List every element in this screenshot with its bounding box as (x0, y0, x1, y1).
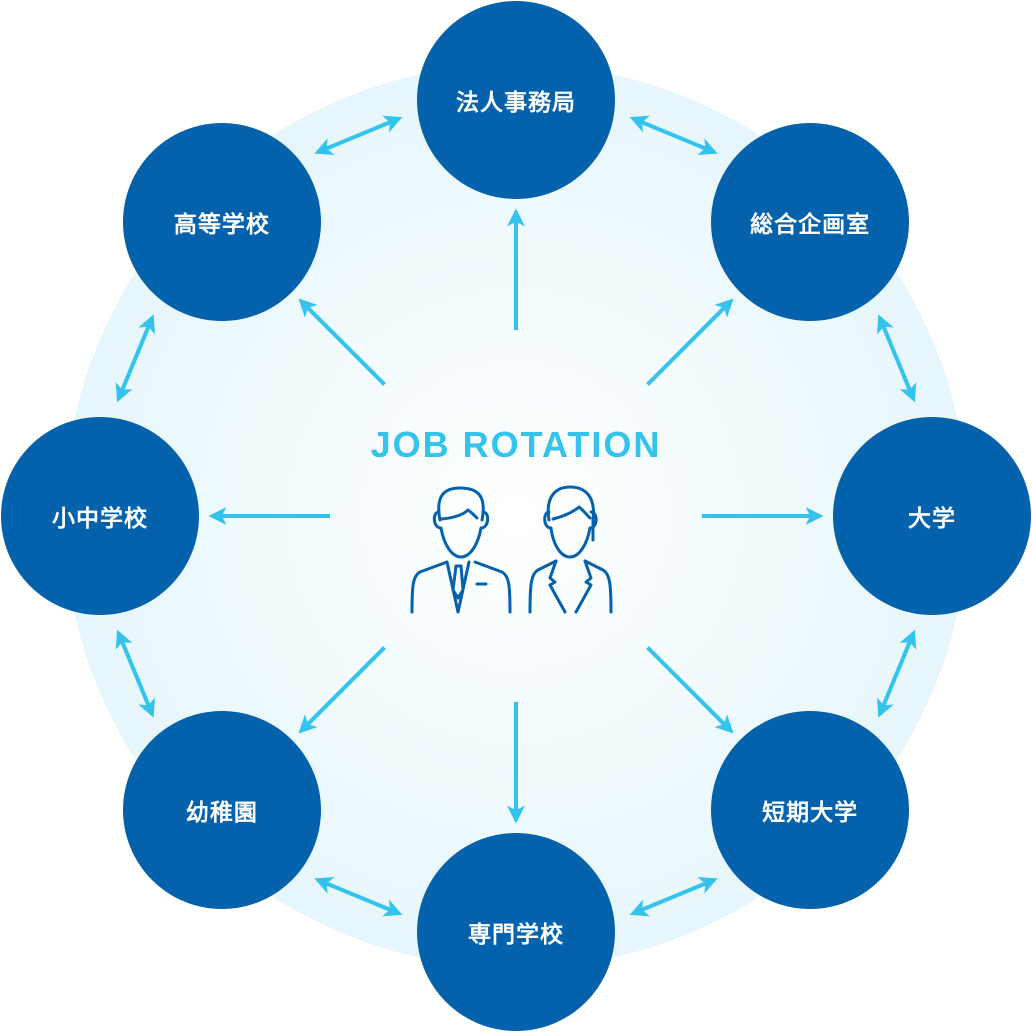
node-kindergarten: 幼稚園 (122, 711, 321, 910)
node-legal-affairs: 法人事務局 (417, 1, 615, 199)
radial-arrow (298, 298, 386, 386)
double-arrow (314, 876, 403, 917)
double-arrow (314, 115, 403, 156)
double-arrow (876, 629, 917, 718)
node-planning-office: 総合企画室 (711, 122, 910, 321)
people-icon (410, 485, 613, 614)
node-university: 大学 (833, 417, 1031, 615)
man-icon (410, 486, 512, 614)
woman-icon (528, 485, 613, 614)
node-elementary-middle-school: 小中学校 (1, 417, 199, 615)
node-high-school: 高等学校 (122, 122, 321, 321)
diagram-title: JOB ROTATION (370, 424, 662, 465)
radial-arrow (298, 646, 386, 734)
double-arrow (115, 314, 156, 403)
double-arrow (876, 314, 917, 403)
double-arrow (629, 876, 718, 917)
double-arrow (115, 629, 156, 718)
radial-arrow (646, 298, 734, 386)
node-junior-college: 短期大学 (711, 711, 910, 910)
node-vocational-school: 専門学校 (417, 833, 615, 1031)
double-arrow (629, 115, 718, 156)
radial-arrow (646, 646, 734, 734)
